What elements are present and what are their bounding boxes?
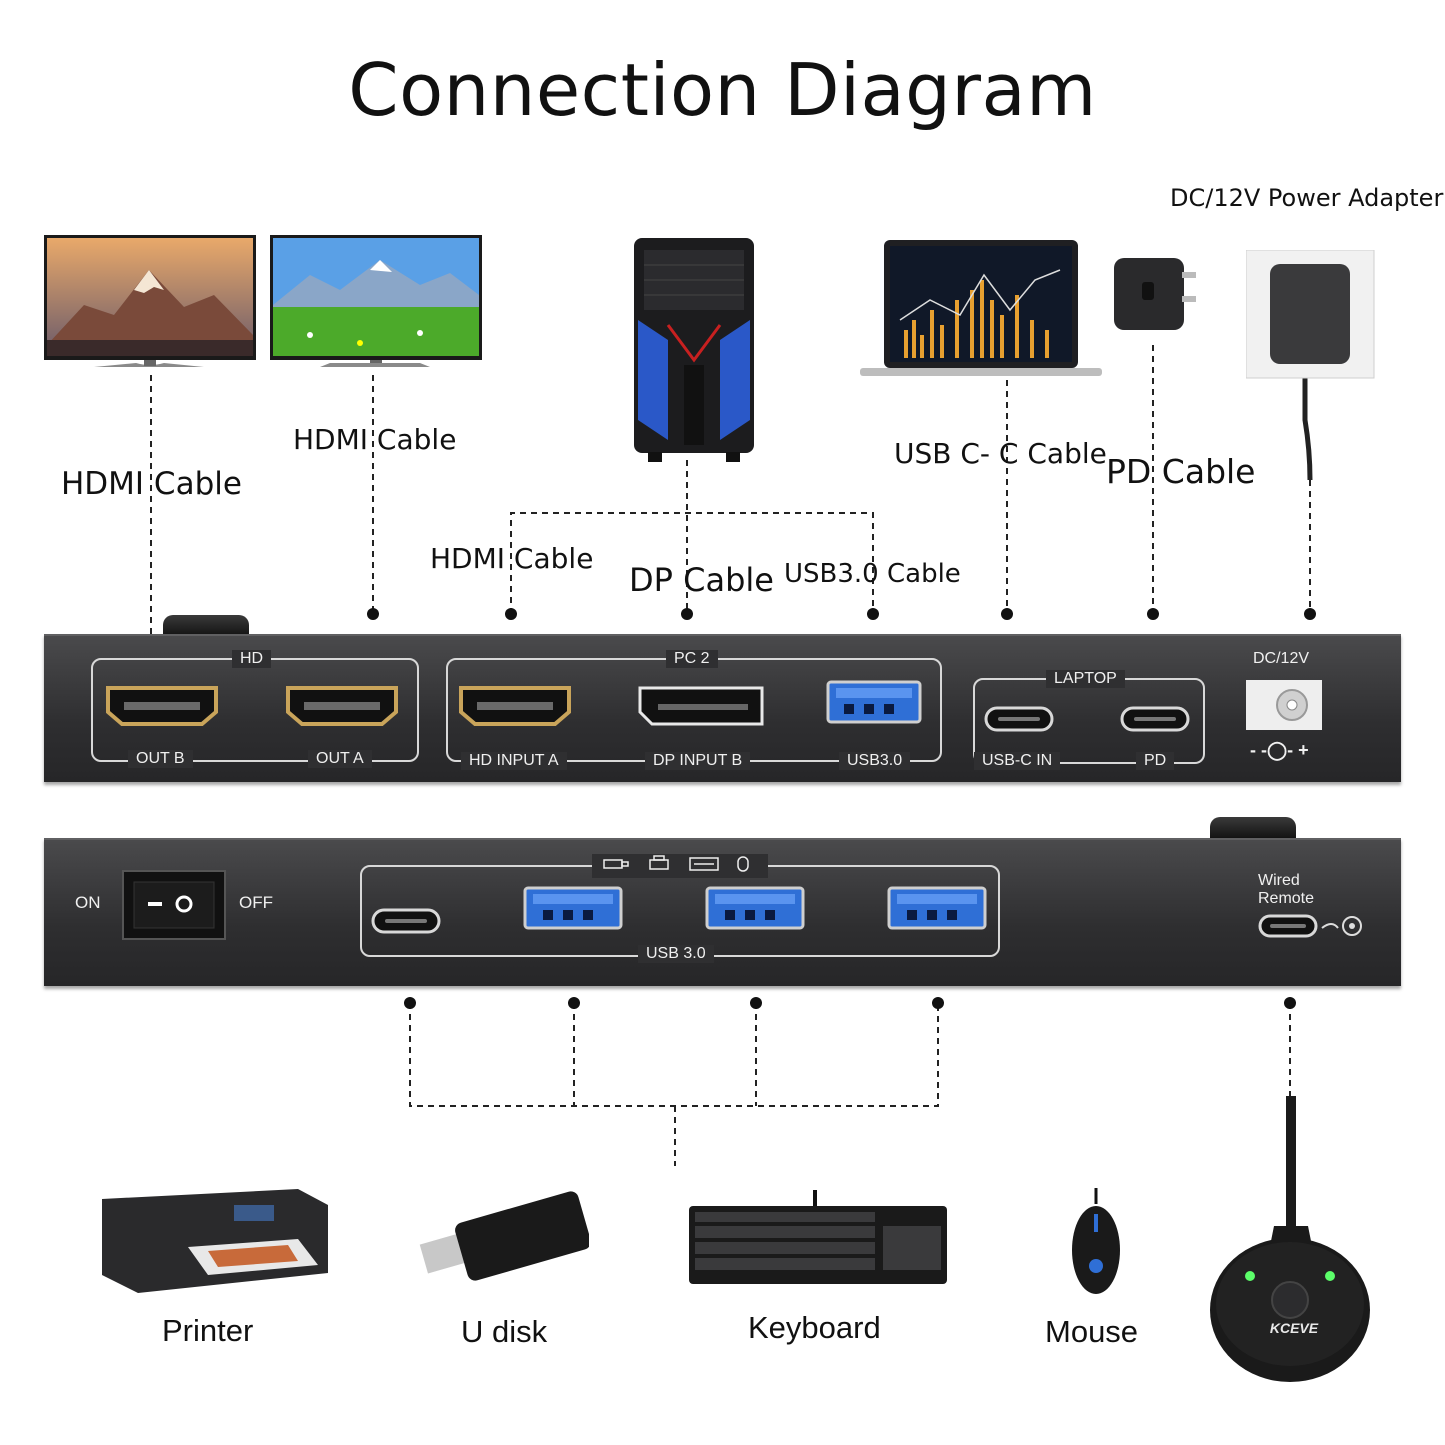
dc-12v-label: DC/12V <box>1253 650 1310 667</box>
pd-label: PD <box>1136 752 1175 770</box>
dp-cable-label: DP Cable <box>629 561 774 599</box>
usb30-port-3[interactable] <box>887 886 987 934</box>
rear-panel: ON OFF USB 3.0 Wired Remote <box>44 838 1401 986</box>
laptop-image <box>860 240 1102 378</box>
pd-port[interactable] <box>1120 706 1190 736</box>
dp-input-b-label: DP INPUT B <box>645 752 751 770</box>
hd-group-caption: HD <box>232 650 272 668</box>
usb30-cable-label: USB3.0 Cable <box>784 559 961 589</box>
udisk-image <box>419 1188 591 1286</box>
front-panel: HD OUT B OUT A PC 2 HD INPUT A DP INPUT … <box>44 634 1401 782</box>
printer-label: Printer <box>162 1313 254 1348</box>
dp-input-b-port[interactable] <box>638 686 764 730</box>
pc-tower-image <box>628 230 760 462</box>
off-label: OFF <box>239 893 273 912</box>
usb30-port-2[interactable] <box>705 886 805 934</box>
hd-input-a-label: HD INPUT A <box>461 752 567 770</box>
hdmi-cable-out-a-label: HDMI Cable <box>293 423 457 456</box>
wired-remote-image: KCEVE <box>1208 1096 1372 1386</box>
out-a-label: OUT A <box>308 750 372 768</box>
usb30-input-port[interactable] <box>826 680 922 728</box>
power-switch[interactable] <box>122 870 226 940</box>
usb-hub-caption: USB 3.0 <box>638 945 714 963</box>
udisk-label: U disk <box>461 1314 548 1349</box>
hdmi-cable-pc2-label: HDMI Cable <box>430 542 594 575</box>
dc-polarity-label: - -◯- + <box>1250 740 1309 760</box>
usbc-in-port[interactable] <box>984 706 1054 736</box>
usb-plug-icon <box>603 859 629 869</box>
monitor-b-image <box>44 235 256 375</box>
keyboard-image <box>687 1190 949 1286</box>
pd-cable-label: PD Cable <box>1106 452 1256 491</box>
hdmi-cable-out-b-label: HDMI Cable <box>61 466 242 502</box>
pc2-group-caption: PC 2 <box>666 650 718 668</box>
mouse-icon <box>737 856 749 872</box>
power-adapter-label: DC/12V Power Adapter <box>1170 184 1444 212</box>
diagram-title: Connection Diagram <box>348 48 1097 132</box>
printer-image <box>98 1185 330 1301</box>
wired-remote-label-1: Wired <box>1258 872 1300 889</box>
usbc-in-label: USB-C IN <box>974 752 1061 770</box>
mouse-label: Mouse <box>1045 1314 1139 1349</box>
usb-device-icons <box>592 854 768 878</box>
keyboard-label: Keyboard <box>748 1310 881 1345</box>
usb30-input-label: USB3.0 <box>839 752 911 770</box>
remote-brand-logo: KCEVE <box>1269 1320 1319 1336</box>
hdmi-input-a-port[interactable] <box>459 686 571 730</box>
pd-charger-image <box>1112 248 1200 334</box>
printer-icon <box>649 855 669 870</box>
on-label: ON <box>75 893 101 912</box>
laptop-group-caption: LAPTOP <box>1046 670 1125 688</box>
wired-remote-label-2: Remote <box>1258 890 1315 907</box>
hdmi-out-a-port[interactable] <box>286 686 398 730</box>
dc-jack[interactable] <box>1246 680 1322 730</box>
hdmi-out-b-port[interactable] <box>106 686 218 730</box>
monitor-a-image <box>270 235 482 375</box>
rear-knob <box>1210 817 1296 839</box>
usb30-port-1[interactable] <box>523 886 623 934</box>
power-adapter-image <box>1245 249 1376 380</box>
out-b-label: OUT B <box>128 750 193 768</box>
keyboard-icon <box>689 857 719 871</box>
mouse-image <box>1068 1188 1124 1294</box>
wired-remote-port[interactable] <box>1258 912 1368 946</box>
front-knob <box>163 615 249 637</box>
usbc-hub-port[interactable] <box>371 908 441 938</box>
usbc-cable-label: USB C- C Cable <box>894 437 1107 470</box>
